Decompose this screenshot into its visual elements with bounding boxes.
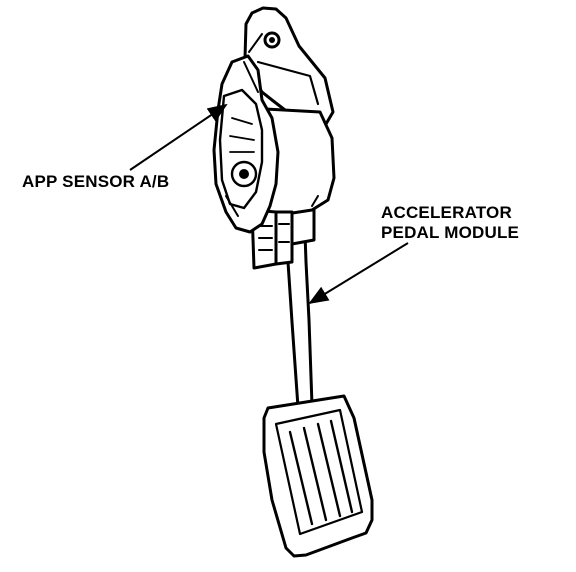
- mounting-bracket: [243, 6, 335, 126]
- module-label-line1: ACCELERATOR: [381, 203, 512, 222]
- accelerator-pedal-module-label: ACCELERATOR PEDAL MODULE: [381, 203, 519, 243]
- accelerator-pedal-pad: [262, 394, 374, 558]
- module-leader-arrow: [308, 242, 409, 305]
- app-sensor: [212, 54, 280, 234]
- app-sensor-leader-arrow: [129, 103, 228, 171]
- app-sensor-label: APP SENSOR A/B: [22, 172, 170, 191]
- module-label-line2: PEDAL MODULE: [381, 223, 520, 242]
